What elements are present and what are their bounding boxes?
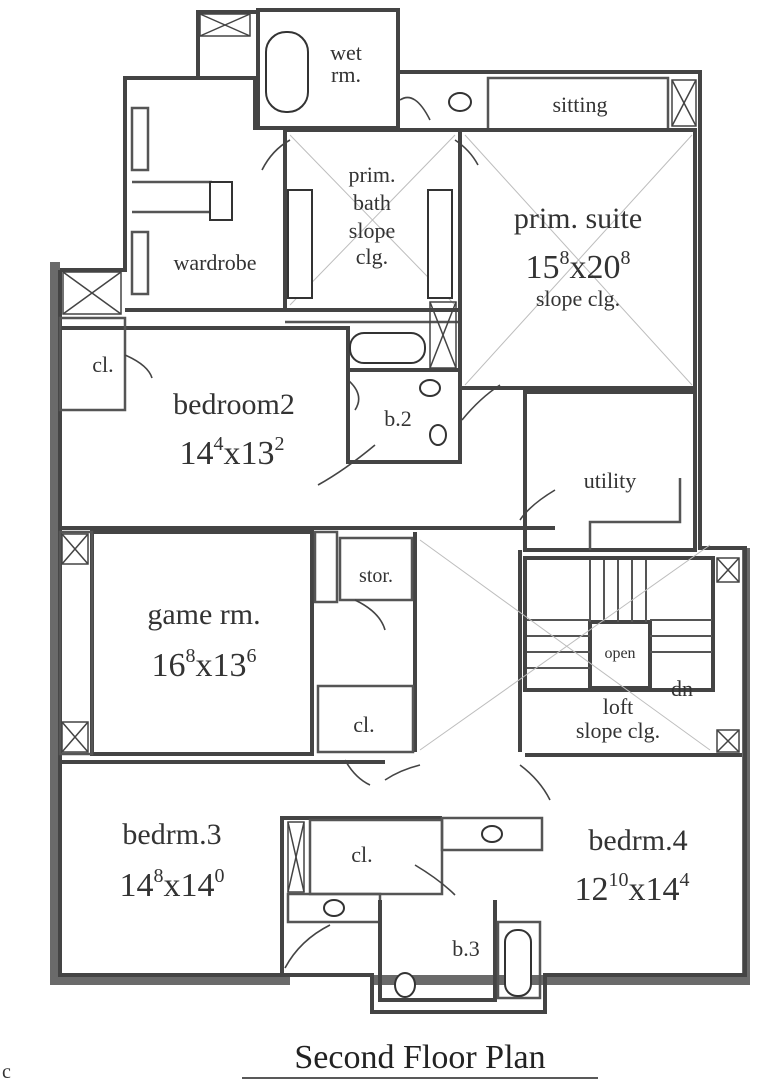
bedrm4-label: bedrm.4 — [588, 824, 687, 857]
corner-mark: c — [2, 1061, 11, 1083]
prim-bath-label-2: bath — [353, 190, 391, 215]
cl-1-label: cl. — [92, 352, 113, 377]
bedrm4-dims: 1210x144 — [575, 869, 690, 908]
doors — [124, 96, 556, 969]
prim-suite-label: prim. suite — [514, 202, 642, 235]
bedroom2-label: bedroom2 — [173, 388, 295, 421]
wardrobe-label: wardrobe — [173, 250, 256, 275]
prim-bath-label-1: prim. — [348, 162, 395, 187]
wet-rm-label-2: rm. — [331, 62, 361, 87]
bathtub-icon — [504, 929, 532, 997]
slope-ceiling-lines — [289, 134, 711, 751]
bathtub-icon — [265, 31, 309, 113]
b2-label: b.2 — [384, 406, 412, 431]
open-label: open — [604, 645, 635, 662]
bathtub-icon — [349, 332, 426, 364]
utility-label: utility — [584, 468, 637, 493]
loft-label-2: slope clg. — [576, 718, 660, 743]
prim-suite-dims: 158x208 — [526, 247, 631, 286]
walls — [58, 8, 747, 1014]
cl-3-label: cl. — [351, 842, 372, 867]
fixtures — [265, 31, 532, 998]
game-rm-label: game rm. — [147, 598, 260, 631]
room-labels: wet rm. sitting wardrobe prim. bath slop… — [92, 40, 693, 961]
stor-label: stor. — [359, 565, 393, 587]
cabinets — [61, 13, 740, 893]
plan-title: Second Floor Plan — [294, 1039, 545, 1076]
bedrm3-dims: 148x140 — [120, 865, 225, 904]
loft-label-1: loft — [603, 694, 634, 719]
bedroom2-dims: 144x132 — [180, 433, 285, 472]
dn-label: dn — [671, 676, 693, 701]
bedrm3-label: bedrm.3 — [122, 818, 221, 851]
sitting-label: sitting — [552, 92, 607, 117]
b3-label: b.3 — [452, 936, 480, 961]
prim-suite-note: slope clg. — [536, 286, 620, 311]
wet-rm-label-1: wet — [330, 40, 362, 65]
game-rm-dims: 168x136 — [152, 645, 257, 684]
prim-bath-label-3: slope — [349, 218, 395, 243]
prim-bath-label-4: clg. — [356, 244, 388, 269]
cl-2-label: cl. — [353, 712, 374, 737]
